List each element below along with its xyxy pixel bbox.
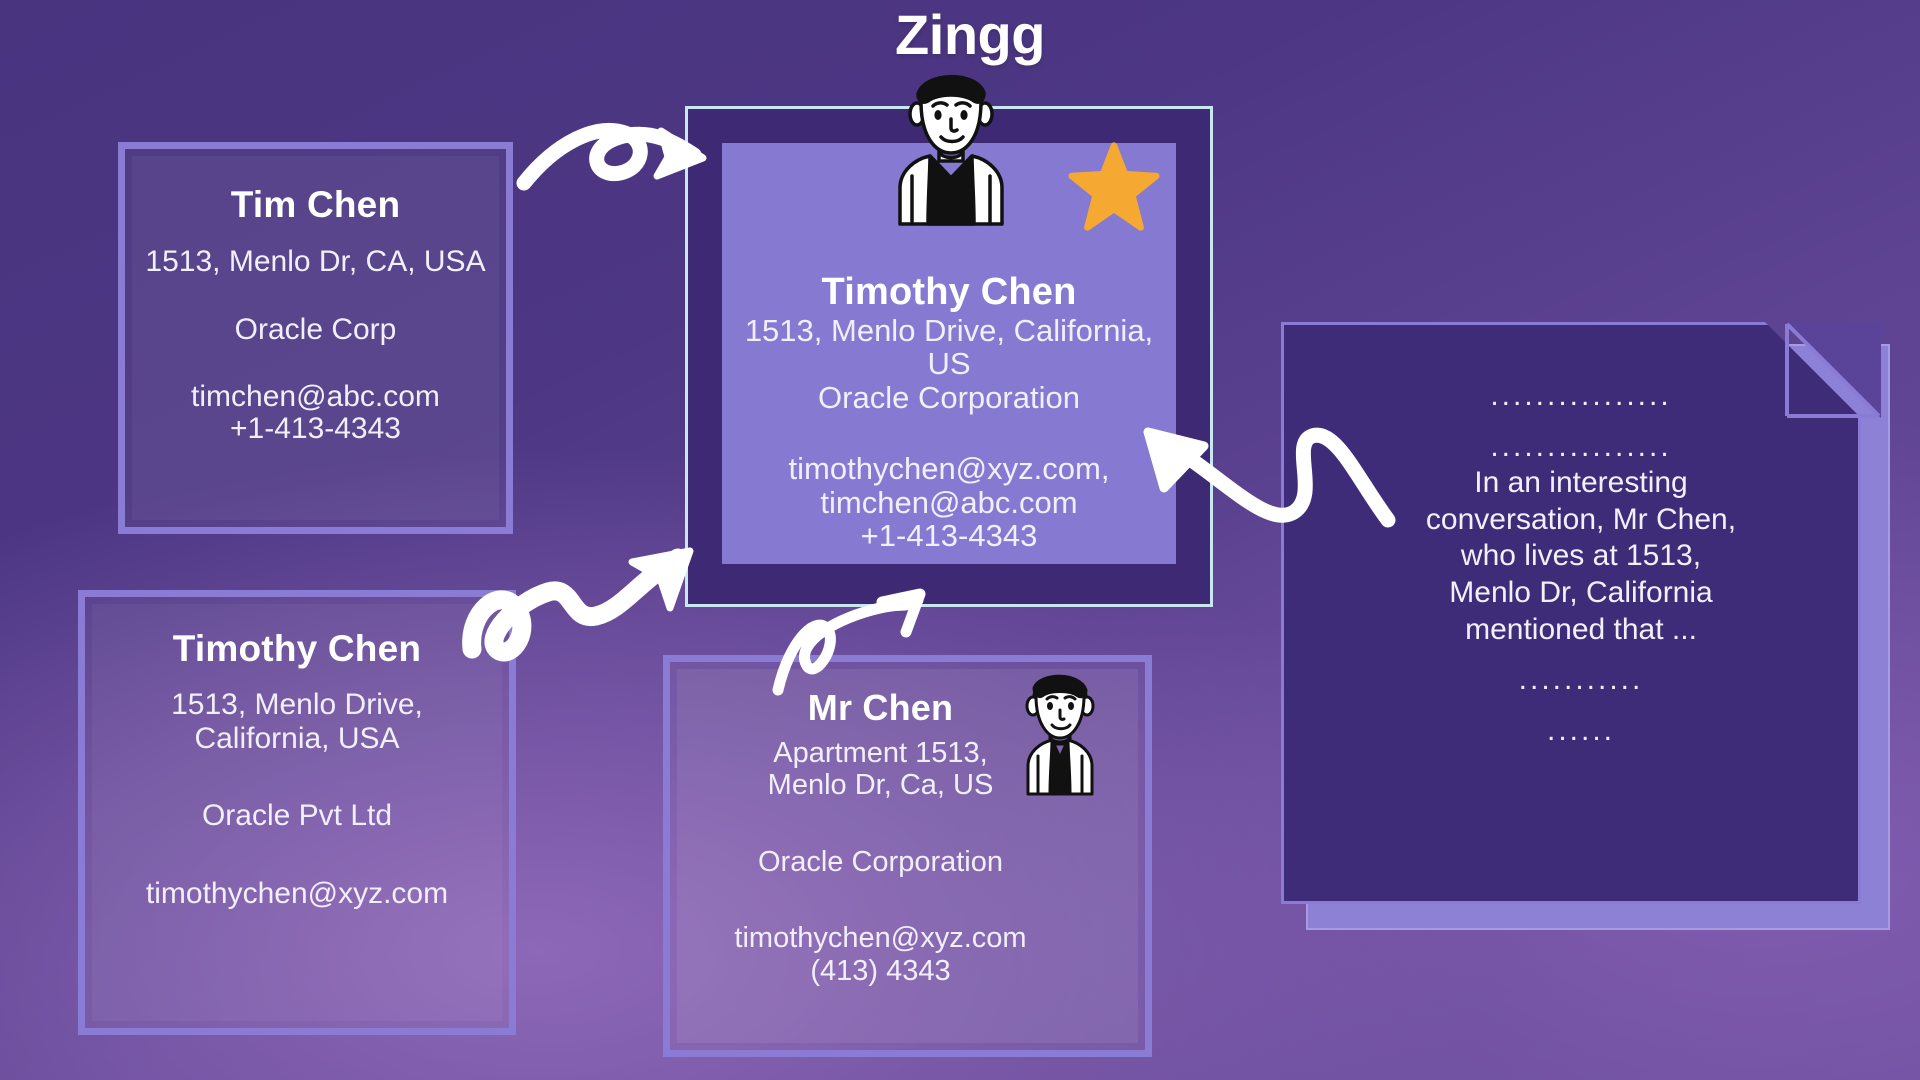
- person-avatar-icon: [892, 60, 1010, 227]
- document-fold-corner-icon: [1785, 322, 1881, 418]
- record-address-line-2: California, USA: [194, 721, 400, 755]
- record-address-line-1: 1513, Menlo Drive,: [171, 688, 423, 721]
- record-phone: (413) 4343: [810, 954, 951, 987]
- source-document[interactable]: ................ ................ In an …: [1281, 322, 1890, 930]
- document-body-line-4: Menlo Dr, California: [1449, 575, 1713, 609]
- document-text: ................ ................ In an …: [1337, 378, 1825, 749]
- record-email: timchen@abc.com: [191, 380, 440, 413]
- record-email-line-1: timothychen@xyz.com,: [788, 451, 1110, 487]
- curved-arrow-icon: [516, 122, 707, 191]
- golden-record-text: Timothy Chen 1513, Menlo Drive, Californ…: [722, 143, 1176, 553]
- document-body-line-1: In an interesting: [1474, 466, 1688, 500]
- record-name: Timothy Chen: [172, 628, 422, 669]
- record-card-body: Mr Chen Apartment 1513, Menlo Dr, Ca, US…: [677, 669, 1138, 1043]
- record-email: timothychen@xyz.com: [145, 876, 449, 910]
- record-text-column: Mr Chen Apartment 1513, Menlo Dr, Ca, US…: [677, 679, 1138, 987]
- record-email-line-2: timchen@abc.com: [820, 484, 1078, 520]
- record-email: timothychen@xyz.com: [734, 922, 1027, 955]
- document-body-line-3: who lives at 1513,: [1460, 539, 1702, 573]
- page-title: Zingg: [895, 3, 1045, 66]
- record-address: 1513, Menlo Dr, CA, USA: [145, 245, 486, 278]
- document-dots-second: ................: [1490, 429, 1672, 463]
- record-address-line-2: Menlo Dr, Ca, US: [767, 769, 994, 802]
- record-card-body: Tim Chen 1513, Menlo Dr, CA, USA Oracle …: [132, 156, 499, 520]
- record-address-line-1: 1513, Menlo Drive, California,: [744, 313, 1154, 348]
- document-dots-top: ................: [1490, 379, 1672, 412]
- record-card-mr-chen[interactable]: Mr Chen Apartment 1513, Menlo Dr, Ca, US…: [663, 655, 1152, 1057]
- record-name: Timothy Chen: [821, 271, 1077, 313]
- record-name: Tim Chen: [230, 184, 401, 225]
- record-company: Oracle Corporation: [818, 379, 1080, 415]
- document-body-line-2: conversation, Mr Chen,: [1425, 502, 1737, 536]
- record-phone: +1-413-4343: [230, 411, 401, 445]
- person-avatar-icon: [1012, 662, 1108, 798]
- document-dots-third: ...........: [1518, 663, 1644, 697]
- record-company: Oracle Corporation: [758, 845, 1003, 878]
- star-icon: [1068, 142, 1160, 232]
- document-dots-bottom: ......: [1546, 713, 1615, 747]
- record-card-timothy-chen[interactable]: Timothy Chen 1513, Menlo Drive, Californ…: [78, 590, 516, 1035]
- document-body-line-5: mentioned that ...: [1465, 612, 1697, 646]
- record-phone: +1-413-4343: [860, 518, 1038, 554]
- record-company: Oracle Pvt Ltd: [201, 799, 393, 833]
- record-card-body: Timothy Chen 1513, Menlo Drive, Californ…: [92, 604, 502, 1021]
- record-address-line-2: US: [927, 346, 971, 382]
- record-address-line-1: Apartment 1513,: [773, 737, 988, 769]
- record-company: Oracle Corp: [234, 312, 397, 346]
- record-card-tim-chen[interactable]: Tim Chen 1513, Menlo Dr, CA, USA Oracle …: [118, 142, 513, 534]
- document-front-page: [1281, 322, 1861, 904]
